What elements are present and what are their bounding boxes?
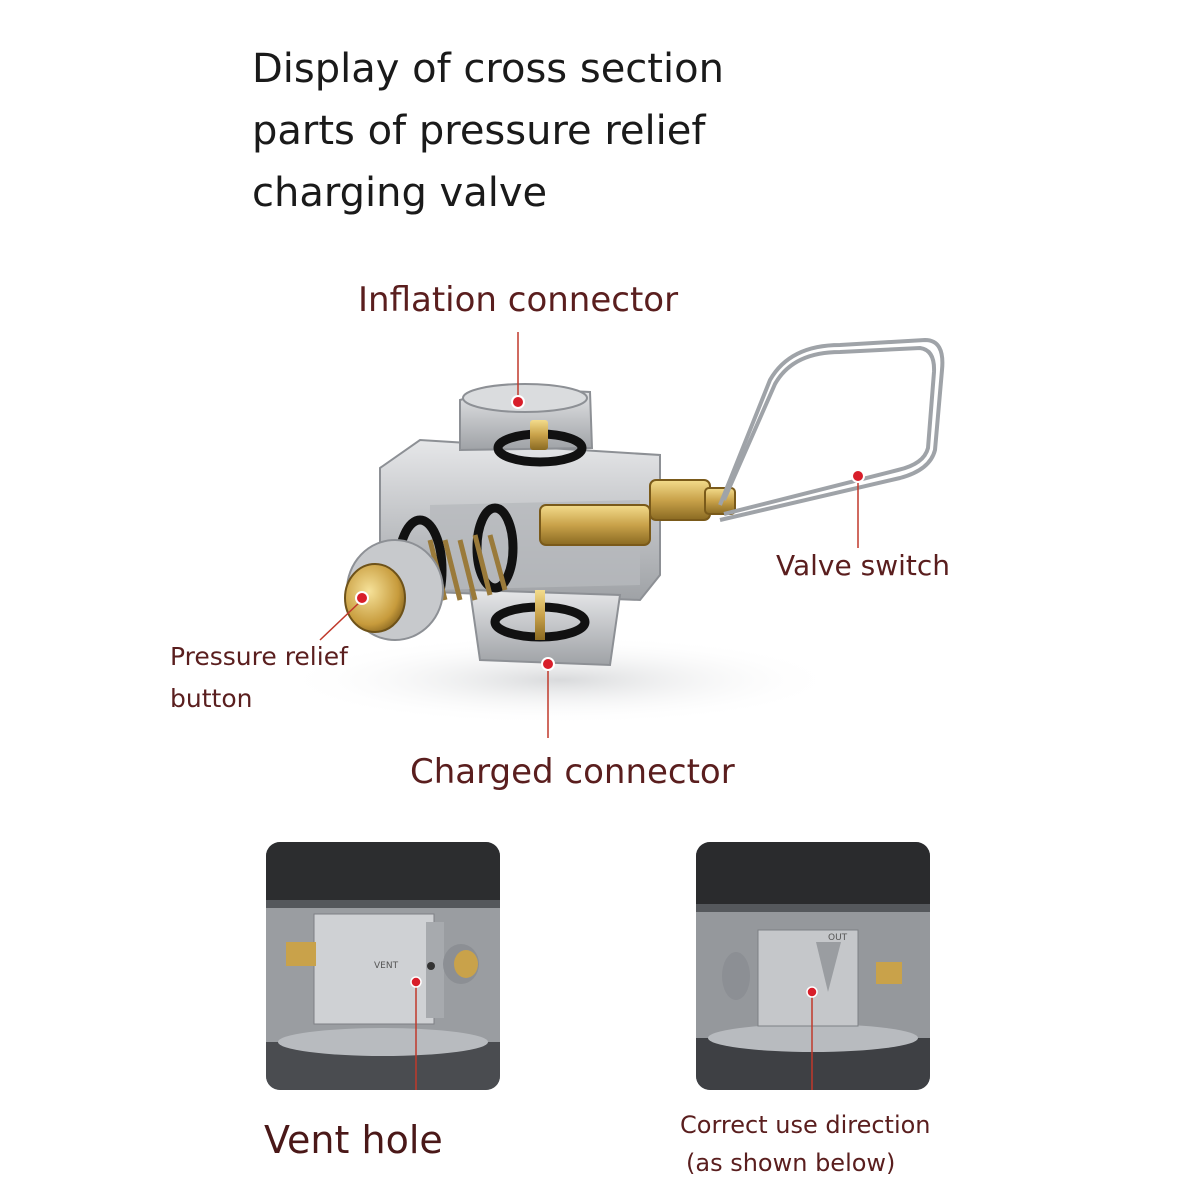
leader-lines (319, 332, 859, 738)
use-direction-photo: OUT (696, 842, 930, 1090)
valve-switch-wire (718, 337, 945, 522)
label-charged-connector: Charged connector (410, 752, 735, 792)
marker-inflation (511, 395, 525, 409)
label-pressure-relief-line-2: button (170, 684, 253, 713)
markers (355, 395, 865, 671)
marker-charged (541, 657, 555, 671)
pressure-relief-cap (344, 563, 406, 633)
brass-pin (535, 590, 545, 640)
label-valve-switch: Valve switch (776, 549, 951, 582)
marker-valve-switch (851, 469, 865, 483)
title-line-2: parts of pressure relief (252, 108, 706, 154)
label-pressure-relief-line-1: Pressure relief (170, 642, 348, 671)
label-vent-hole: Vent hole (264, 1118, 443, 1162)
label-inflation-connector: Inflation connector (358, 280, 679, 320)
marker-pressure-relief (355, 591, 369, 605)
title-line-3: charging valve (252, 170, 548, 216)
label-correct-use-line-1: Correct use direction (680, 1111, 931, 1139)
out-engraving: OUT (828, 933, 848, 943)
label-correct-use-line-2: (as shown below) (686, 1149, 896, 1177)
floor-shadow (280, 635, 840, 725)
label-pressure-relief-button: Pressure relief button (170, 636, 348, 720)
cross-section-diagram (280, 332, 945, 738)
page-title: Display of cross section parts of pressu… (252, 38, 772, 224)
vent-engraving: VENT (374, 961, 399, 971)
brass-stem (539, 504, 651, 546)
vent-hole-photo: VENT (266, 842, 500, 1090)
label-correct-use-direction: Correct use direction (as shown below) (680, 1106, 931, 1182)
title-line-1: Display of cross section (252, 46, 724, 92)
